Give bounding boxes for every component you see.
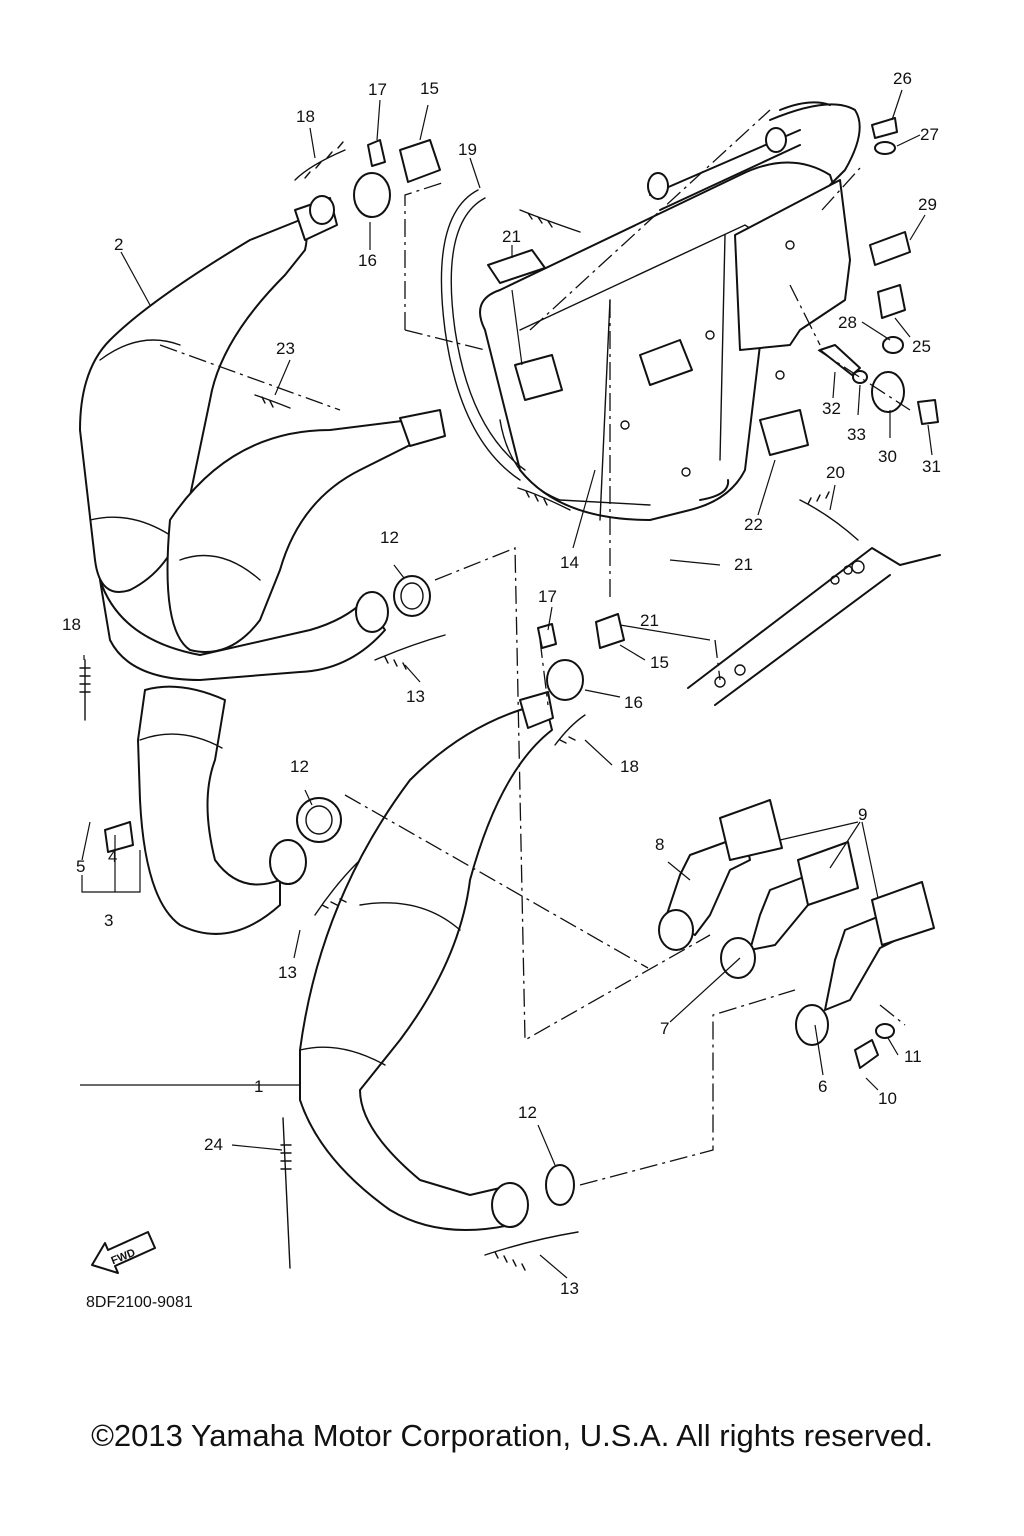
hose: [440, 189, 526, 481]
leader-lines: [80, 89, 933, 1279]
callout-24: 24: [204, 1135, 223, 1154]
callout-8: 8: [655, 835, 664, 854]
copyright-notice: ©2013 Yamaha Motor Corporation, U.S.A. A…: [91, 1418, 933, 1453]
callout-16a: 16: [358, 251, 377, 270]
callout-22: 22: [744, 515, 763, 534]
callout-28: 28: [838, 313, 857, 332]
frame-rail: [687, 547, 941, 706]
manifolds: [658, 799, 935, 1069]
callout-32: 32: [822, 399, 841, 418]
callout-27: 27: [920, 125, 939, 144]
callout-11: 11: [904, 1047, 922, 1066]
callout-21c: 21: [640, 611, 659, 630]
callout-5: 5: [76, 857, 85, 876]
silencer-assembly: [479, 101, 861, 521]
callout-16b: 16: [624, 693, 643, 712]
callout-14: 14: [560, 553, 579, 572]
callout-13b: 13: [278, 963, 297, 982]
callout-23: 23: [276, 339, 295, 358]
callout-2: 2: [114, 235, 123, 254]
callout-12b: 12: [290, 757, 309, 776]
callout-21b: 21: [734, 555, 753, 574]
callout-29: 29: [918, 195, 937, 214]
diagram-code: 8DF2100-9081: [86, 1294, 193, 1311]
callout-12a: 12: [380, 528, 399, 547]
right-hardware: [789, 117, 939, 425]
callout-1: 1: [254, 1077, 263, 1096]
callout-31: 31: [922, 457, 941, 476]
callout-26: 26: [893, 69, 912, 88]
callout-15a: 15: [420, 79, 439, 98]
callout-4: 4: [108, 847, 117, 866]
callout-12c: 12: [518, 1103, 537, 1122]
callout-25: 25: [912, 337, 931, 356]
callout-17a: 17: [368, 80, 387, 99]
callout-15b: 15: [650, 653, 669, 672]
expansion-chamber-front: [299, 691, 575, 1231]
callout-6: 6: [818, 1077, 827, 1096]
callout-9: 9: [858, 805, 867, 824]
callout-30: 30: [878, 447, 897, 466]
expansion-chamber-rear: [99, 409, 446, 681]
callout-21a: 21: [502, 227, 521, 246]
expansion-chamber-middle: [104, 685, 342, 935]
fwd-arrow-icon: FWD: [91, 1231, 156, 1274]
assembly-lines: [159, 109, 906, 1186]
callout-labels: 1 2 3 4 5 6 7 8 9 10 11 12 12 12 13 13 1…: [62, 69, 941, 1298]
joints-clamps: [353, 139, 625, 701]
callout-13c: 13: [560, 1279, 579, 1298]
callout-10: 10: [878, 1089, 897, 1108]
callout-18c: 18: [620, 757, 639, 776]
callout-18a: 18: [296, 107, 315, 126]
callout-19: 19: [458, 140, 477, 159]
callout-17b: 17: [538, 587, 557, 606]
expansion-chamber-upper: [79, 195, 338, 593]
exhaust-exploded-diagram: FWD 1 2 3 4 5 6 7 8 9 10 11 12 12 12 13 …: [62, 69, 941, 1298]
callout-18b: 18: [62, 615, 81, 634]
callout-13a: 13: [406, 687, 425, 706]
springs: [79, 141, 859, 1271]
callout-3: 3: [104, 911, 113, 930]
callout-20: 20: [826, 463, 845, 482]
callout-7: 7: [660, 1019, 669, 1038]
callout-33: 33: [847, 425, 866, 444]
